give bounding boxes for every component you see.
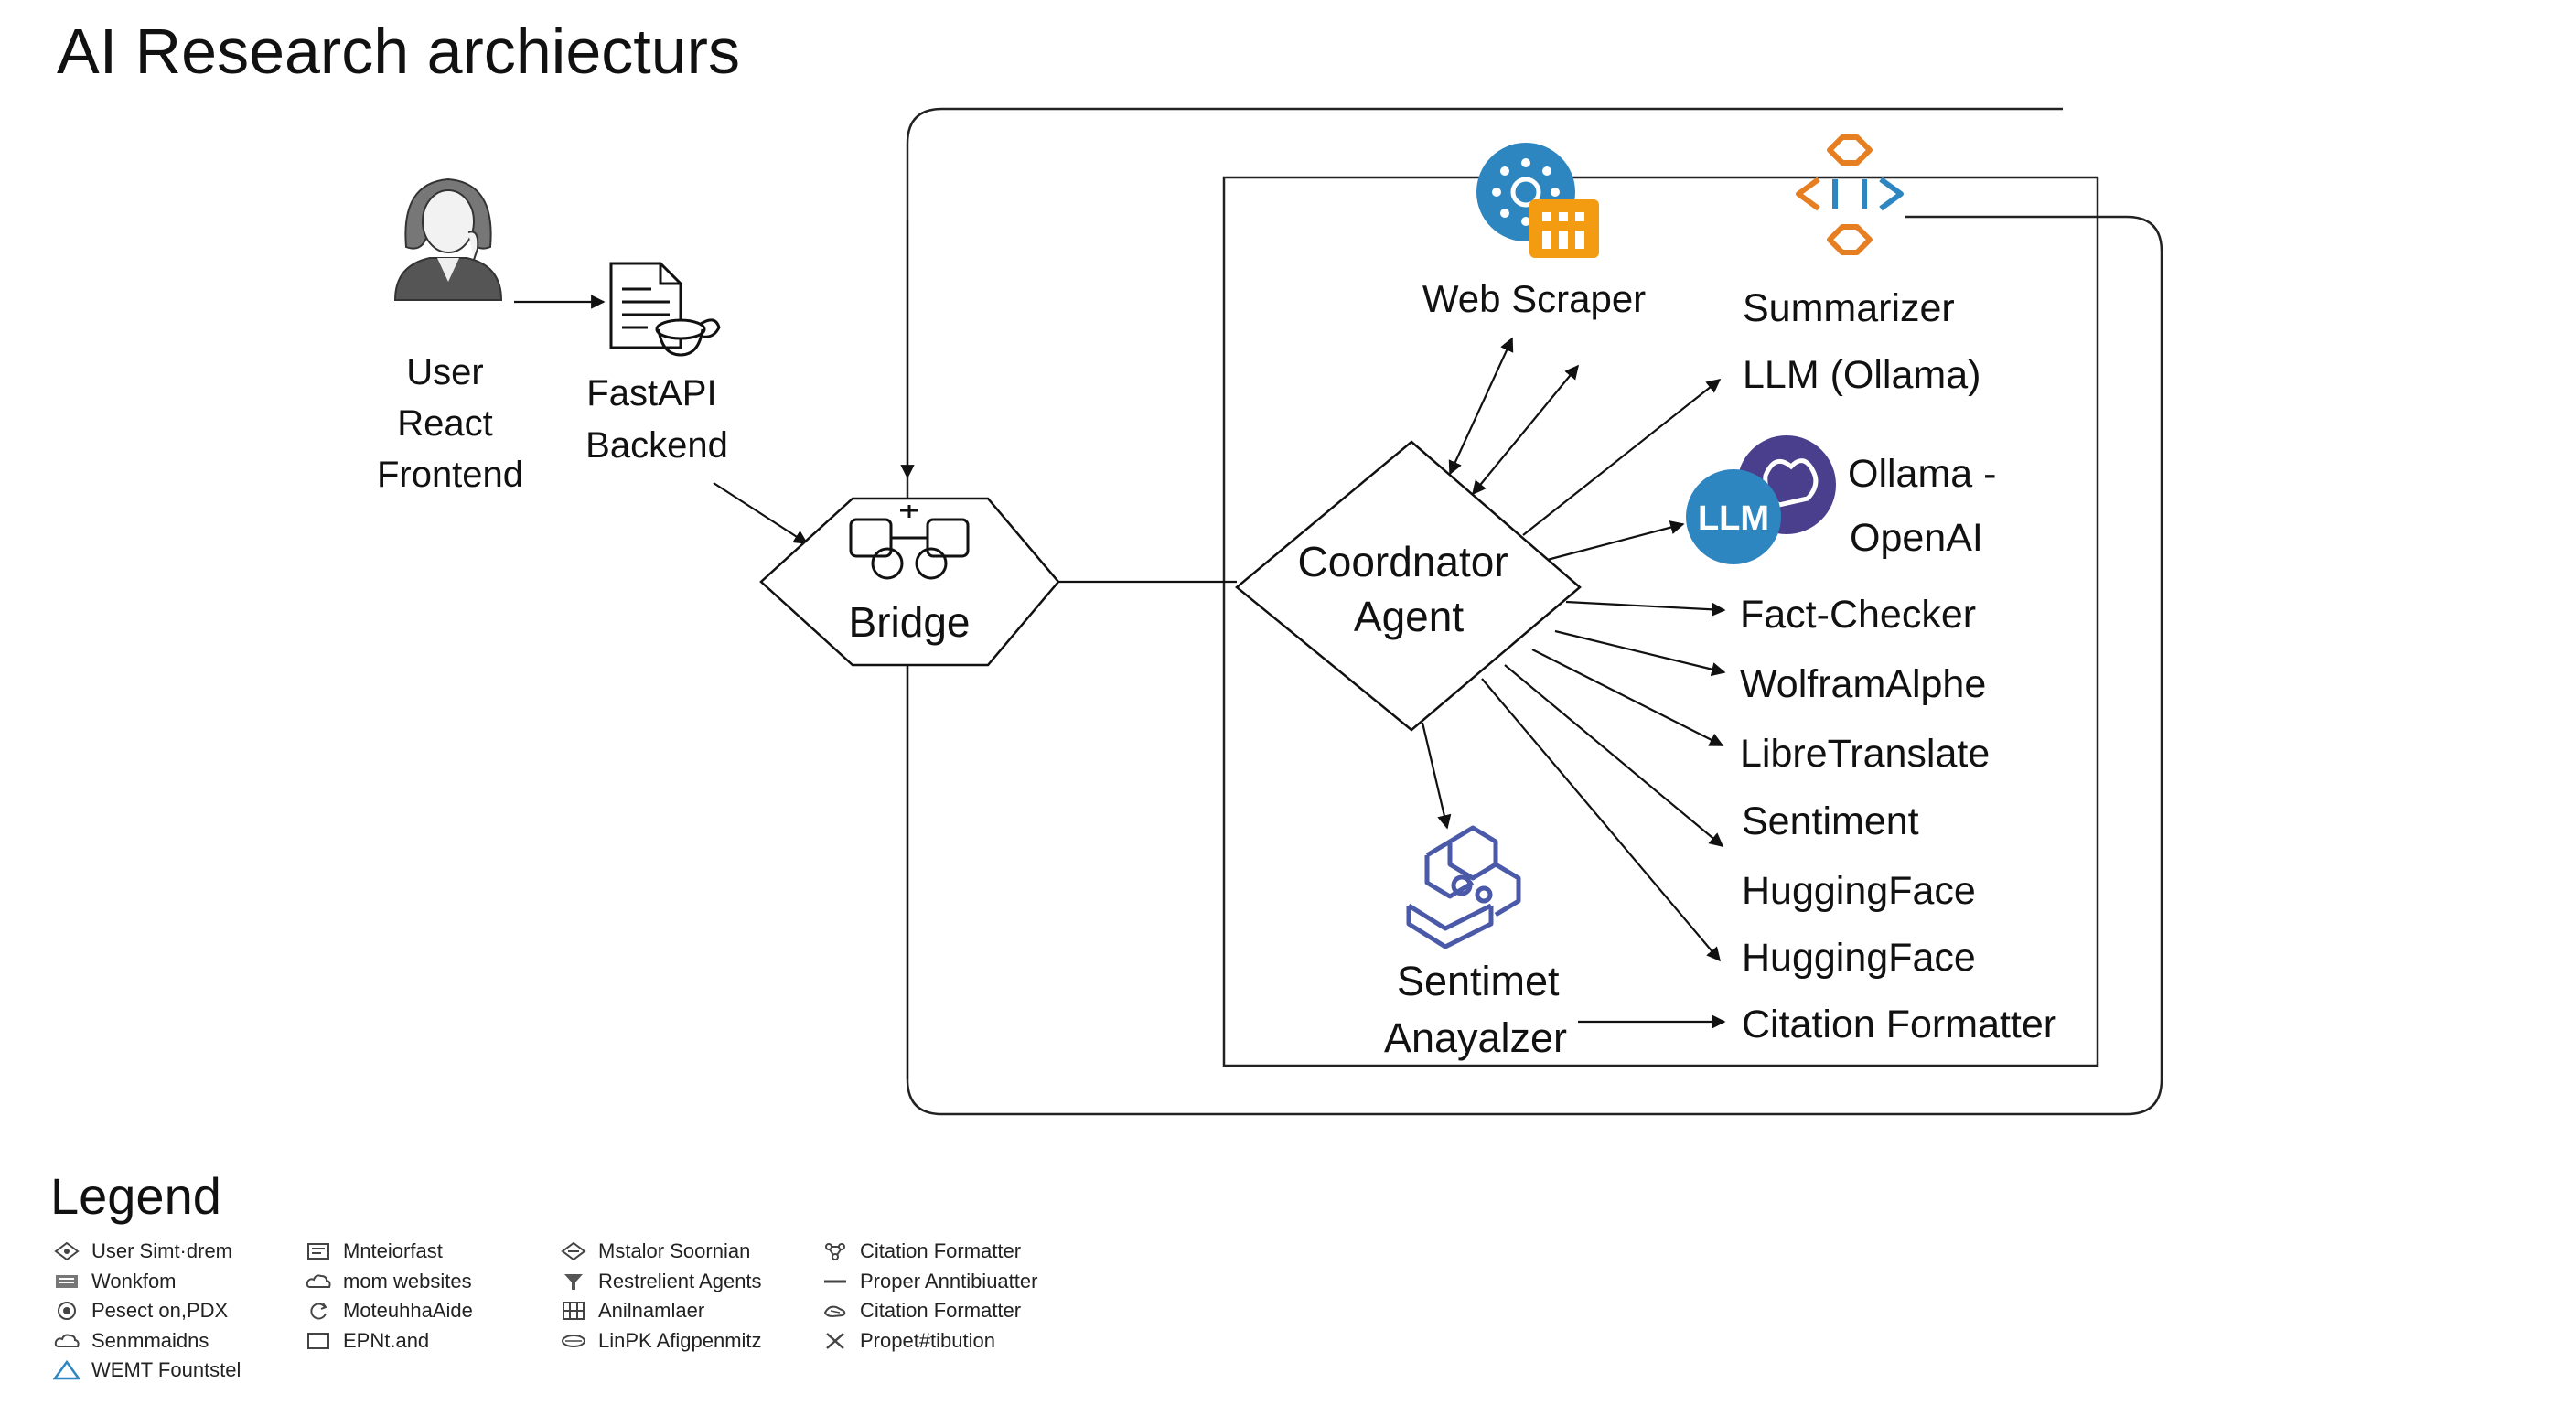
arrow-coordinator-to-fact-checker: [1565, 600, 1726, 617]
legend-label: WEMT Fountstel: [91, 1358, 242, 1382]
cross-icon: [821, 1330, 858, 1352]
arrow-fastapi-to-bridge: [713, 482, 809, 544]
legend-title: Legend: [50, 1167, 221, 1225]
web-scraper-icon: [1476, 143, 1599, 258]
legend-label: Anilnamlaer: [598, 1299, 705, 1323]
legend-label: EPNt.and: [343, 1328, 430, 1352]
line-icon: [821, 1271, 858, 1292]
legend-item: Citation Formatter: [821, 1237, 1037, 1267]
arrow-coordinator-to-libretranslate: [1531, 649, 1724, 746]
legend-column-2: Mnteiorfast mom websites MoteuhhaAide EP…: [305, 1237, 473, 1356]
legend-label: Restrelient Agents: [598, 1269, 762, 1292]
arrow-coordinator-to-sentiment: [1504, 664, 1724, 847]
arrow-coordinator-to-llm-ollama: [1522, 379, 1722, 536]
sentiment-analyzer-label: Sentimet Anayalzer: [1384, 958, 1571, 1061]
document-icon: [609, 262, 721, 357]
legend-item: Propet#tibution: [821, 1326, 1037, 1357]
ollama-openai-label: Ollama - OpenAI: [1848, 452, 2007, 560]
triangle-icon: [53, 1359, 90, 1381]
legend-label: Mnteiorfast: [343, 1239, 443, 1263]
huggingface-label-1: HuggingFace: [1742, 869, 1976, 913]
diamond-icon: [560, 1240, 596, 1262]
legend-item: Anilnamlaer: [560, 1296, 762, 1326]
coordinator-label: Coordnator Agent: [1298, 538, 1520, 640]
legend-item: Wonkfom: [53, 1267, 241, 1297]
citation-formatter-label: Citation Formatter: [1742, 1003, 2056, 1046]
arrow-coordinator-to-ollama-openai: [1536, 520, 1685, 564]
summarizer-label: Summarizer: [1743, 286, 1955, 330]
legend-label: Senmmaidns: [91, 1328, 209, 1352]
legend-label: Wonkfom: [91, 1269, 177, 1292]
square-icon: [305, 1330, 341, 1352]
llm-badge: LLM: [1686, 469, 1781, 564]
legend-label: mom websites: [343, 1269, 472, 1292]
summarizer-icon: [1796, 134, 1904, 255]
network-icon: [821, 1240, 858, 1262]
cloud-icon: [53, 1330, 90, 1352]
page-title: AI Research archiecturs: [57, 16, 740, 87]
wolfram-label: WolframAlphe: [1740, 662, 1986, 706]
funnel-icon: [560, 1271, 596, 1292]
legend-item: Citation Formatter: [821, 1296, 1037, 1326]
fact-checker-label: Fact-Checker: [1740, 593, 1976, 637]
oval-icon: [560, 1330, 596, 1352]
cloud-icon: [305, 1271, 341, 1292]
bridge-icon: [849, 505, 970, 580]
arrow-coordinator-to-huggingface: [1481, 678, 1721, 962]
user-icon: [393, 177, 503, 301]
refresh-icon: [305, 1300, 341, 1322]
legend-item: Proper Anntibiuatter: [821, 1267, 1037, 1297]
target-icon: [53, 1300, 90, 1322]
diamond-icon: [53, 1240, 90, 1262]
connectors: [514, 220, 1726, 1079]
arrow-coordinator-to-analyzer: [1421, 722, 1452, 830]
legend-label: MoteuhhaAide: [343, 1299, 473, 1323]
grid-icon: [560, 1300, 596, 1322]
legend-label: Mstalor Soornian: [598, 1239, 751, 1263]
legend-item: Mnteiorfast: [305, 1237, 473, 1267]
legend-item: Senmmaidns: [53, 1326, 241, 1357]
server-icon: [53, 1271, 90, 1292]
legend-item: EPNt.and: [305, 1326, 473, 1357]
legend-item: mom websites: [305, 1267, 473, 1297]
inner-container: [1222, 176, 2099, 1067]
coordinator-node: [1235, 440, 1582, 732]
legend-label: Citation Formatter: [860, 1239, 1022, 1263]
legend-column-4: Citation Formatter Proper Anntibiuatter …: [821, 1237, 1037, 1356]
legend-item: Mstalor Soornian: [560, 1237, 762, 1267]
legend-label: LinPK Afigpenmitz: [598, 1328, 762, 1352]
bridge-node: [759, 497, 1060, 667]
arrow-coordinator-to-scraper: [1448, 337, 1514, 476]
legend-column-1: User Simt·drem Wonkfom Pesect on,PDX Sen…: [53, 1237, 241, 1386]
legend-item: LinPK Afigpenmitz: [560, 1326, 762, 1357]
legend-item: Pesect on,PDX: [53, 1296, 241, 1326]
legend-label: Pesect on,PDX: [91, 1299, 229, 1323]
hand-icon: [821, 1300, 858, 1322]
legend-item: User Simt·drem: [53, 1237, 241, 1267]
bridge-label: Bridge: [849, 598, 971, 646]
legend-item: WEMT Fountstel: [53, 1356, 241, 1386]
llm-ollama-label: LLM (Ollama): [1743, 353, 1980, 397]
huggingface-label-2: HuggingFace: [1742, 936, 1976, 980]
llm-badge-label: LLM: [1698, 499, 1769, 538]
legend-item: Restrelient Agents: [560, 1267, 762, 1297]
fastapi-label: FastAPI Backend: [585, 373, 728, 466]
legend-label: User Simt·drem: [91, 1239, 233, 1263]
legend-label: Citation Formatter: [860, 1299, 1022, 1323]
arrow-coordinator-to-scraper-2: [1472, 364, 1579, 496]
sentiment-label: Sentiment: [1742, 799, 1919, 843]
legend-item: MoteuhhaAide: [305, 1296, 473, 1326]
web-scraper-label: Web Scraper: [1422, 277, 1646, 320]
user-label: User React Frontend: [377, 352, 523, 495]
legend-label: Propet#tibution: [860, 1328, 995, 1352]
arrow-coordinator-to-wolfram: [1554, 629, 1726, 677]
legend-column-3: Mstalor Soornian Restrelient Agents Anil…: [560, 1237, 762, 1356]
legend-label: Proper Anntibiuatter: [860, 1269, 1038, 1292]
document-icon: [305, 1240, 341, 1262]
sentiment-analyzer-icon: [1406, 825, 1521, 949]
libretranslate-label: LibreTranslate: [1740, 732, 1990, 776]
outer-container: [906, 107, 2163, 1116]
